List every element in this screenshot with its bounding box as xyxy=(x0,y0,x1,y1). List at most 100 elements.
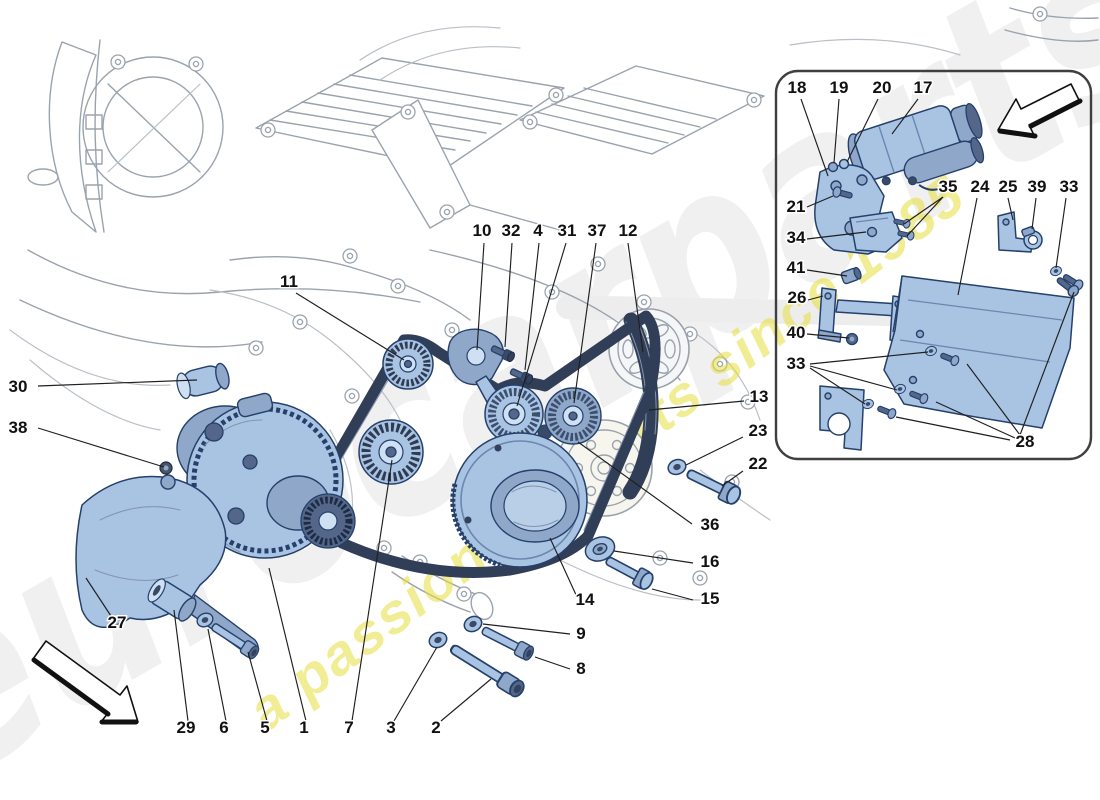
starter-motor xyxy=(847,102,985,191)
leader-line-41 xyxy=(806,269,848,277)
leader-line-13 xyxy=(648,400,745,411)
leader-line-33 xyxy=(809,367,866,405)
part-label-34[interactable]: 34 xyxy=(785,227,807,249)
leader-line-16 xyxy=(613,550,694,564)
nut-19 xyxy=(827,161,839,173)
leader-line-31 xyxy=(516,242,567,407)
part-label-37[interactable]: 37 xyxy=(586,220,608,242)
bolt-32 xyxy=(490,345,515,363)
part-label-20[interactable]: 20 xyxy=(871,77,893,99)
bushing-30 xyxy=(176,362,230,400)
part-label-26[interactable]: 26 xyxy=(786,287,808,309)
part-label-2[interactable]: 2 xyxy=(430,717,442,739)
part-label-10[interactable]: 10 xyxy=(471,220,493,242)
part-label-24[interactable]: 24 xyxy=(969,176,991,198)
leader-line-10 xyxy=(476,242,485,351)
part-label-1[interactable]: 1 xyxy=(298,717,310,739)
guide-pulley-37 xyxy=(537,387,602,445)
leader-line-28 xyxy=(966,363,1021,436)
leader-line-25 xyxy=(1007,197,1014,221)
part-label-13[interactable]: 13 xyxy=(748,386,770,408)
bracket-34 xyxy=(849,211,903,253)
idler-pulley-11 xyxy=(382,338,434,390)
part-label-12[interactable]: 12 xyxy=(617,220,639,242)
part-label-11[interactable]: 11 xyxy=(279,271,300,293)
part-label-27[interactable]: 27 xyxy=(106,612,128,634)
washer-3 xyxy=(426,628,450,652)
leader-line-4 xyxy=(524,242,540,371)
part-label-18[interactable]: 18 xyxy=(786,77,808,99)
leader-line-14 xyxy=(549,537,578,598)
part-label-15[interactable]: 15 xyxy=(699,588,721,610)
leader-line-36 xyxy=(577,441,693,525)
leader-line-18 xyxy=(800,98,829,177)
engine-line-art xyxy=(9,6,1099,621)
leader-line-23 xyxy=(685,436,744,466)
washer-20 xyxy=(838,158,850,170)
part-label-4[interactable]: 4 xyxy=(532,220,545,242)
leader-line-1 xyxy=(268,567,307,722)
leader-line-6 xyxy=(207,628,227,722)
part-label-29[interactable]: 29 xyxy=(175,717,197,739)
part-label-38[interactable]: 38 xyxy=(7,417,29,439)
direction-arrow-bottom-left xyxy=(31,640,139,725)
leader-line-32 xyxy=(504,242,513,348)
leader-line-30 xyxy=(37,379,198,387)
part-label-31[interactable]: 31 xyxy=(556,220,578,242)
leader-line-28 xyxy=(1019,291,1075,436)
part-label-33b[interactable]: 33 xyxy=(1058,176,1080,198)
leader-line-19 xyxy=(833,98,840,164)
part-label-41[interactable]: 41 xyxy=(785,257,807,279)
part-label-28[interactable]: 28 xyxy=(1014,431,1036,453)
leader-line-35 xyxy=(906,196,944,237)
shield-bracket xyxy=(819,385,865,451)
leader-line-21 xyxy=(806,195,834,208)
part-label-16[interactable]: 16 xyxy=(699,551,721,573)
part-label-22[interactable]: 22 xyxy=(747,453,769,475)
part-label-30[interactable]: 30 xyxy=(7,376,29,398)
part-label-21[interactable]: 21 xyxy=(785,196,807,218)
part-label-14[interactable]: 14 xyxy=(574,589,596,611)
leader-line-33 xyxy=(809,365,898,391)
part-label-3[interactable]: 3 xyxy=(385,717,397,739)
part-label-23[interactable]: 23 xyxy=(747,420,769,442)
leader-line-28 xyxy=(935,401,1016,439)
part-label-7[interactable]: 7 xyxy=(343,717,355,739)
part-label-33[interactable]: 33 xyxy=(785,353,807,375)
leader-line-27 xyxy=(85,577,112,617)
crank-pulley-damper-14 xyxy=(450,432,588,568)
leader-line-26 xyxy=(807,295,824,301)
leader-line-39 xyxy=(1031,197,1037,230)
leader-line-40 xyxy=(806,333,850,339)
part-label-25[interactable]: 25 xyxy=(997,176,1019,198)
leader-line-3 xyxy=(393,646,438,722)
part-label-35[interactable]: 35 xyxy=(937,176,959,198)
washer-23 xyxy=(665,456,689,478)
leader-line-8 xyxy=(534,656,571,670)
part-label-17[interactable]: 17 xyxy=(912,77,934,99)
bolt-4 xyxy=(509,368,534,385)
heat-shield-24 xyxy=(883,275,1075,429)
nut-38 xyxy=(159,461,173,475)
part-label-36[interactable]: 36 xyxy=(699,514,721,536)
bushing-41 xyxy=(840,266,862,285)
part-label-6[interactable]: 6 xyxy=(218,717,230,739)
part-label-39[interactable]: 39 xyxy=(1026,176,1048,198)
leader-line-33 xyxy=(809,351,929,365)
leader-line-9 xyxy=(482,623,571,635)
inset-panel-border xyxy=(774,69,1093,461)
washer-16 xyxy=(584,536,616,562)
leader-line-34 xyxy=(806,231,867,240)
part-label-32[interactable]: 32 xyxy=(500,220,522,242)
part-label-19[interactable]: 19 xyxy=(828,77,850,99)
leader-line-17 xyxy=(891,98,919,135)
part-label-8[interactable]: 8 xyxy=(575,658,587,680)
part-label-40[interactable]: 40 xyxy=(785,322,807,344)
part-label-5[interactable]: 5 xyxy=(259,717,271,739)
part-label-9[interactable]: 9 xyxy=(575,623,587,645)
leader-line-15 xyxy=(651,588,694,601)
leader-line-24 xyxy=(957,197,978,296)
